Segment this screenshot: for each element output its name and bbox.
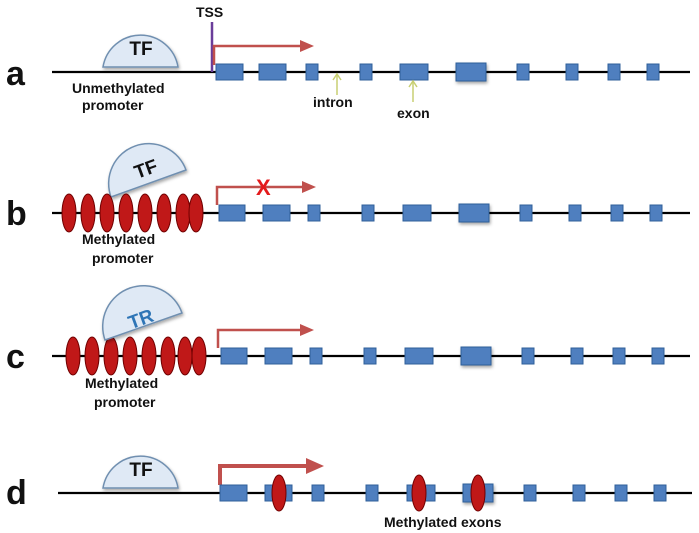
exon (402, 204, 432, 222)
exon-pointer (408, 79, 418, 102)
methyl-group (65, 336, 81, 376)
methylated-promoter (61, 193, 204, 233)
methyl-group (191, 336, 207, 376)
methyl-group (61, 193, 77, 233)
intron-label: intron (313, 94, 353, 110)
methyl-group (411, 474, 427, 512)
transcription-factor: TF (102, 455, 179, 489)
methyl-group (118, 193, 134, 233)
transcription-arrow (212, 40, 314, 65)
exon (460, 346, 492, 366)
exon-label: exon (397, 105, 430, 121)
exon (359, 63, 373, 81)
methyl-group (175, 193, 191, 233)
methyl-group (188, 193, 204, 233)
exon (610, 204, 624, 222)
exon (365, 484, 379, 502)
promoter-label-line1: Methylated (85, 375, 158, 391)
exon (220, 347, 248, 365)
promoter-label-line1: Methylated (82, 231, 155, 247)
exon (646, 63, 660, 81)
methyl-group (84, 336, 100, 376)
exon (258, 63, 287, 81)
exon (572, 484, 586, 502)
promoter-label-line2: promoter (92, 250, 154, 266)
methyl-group (156, 193, 172, 233)
methylated-exons (271, 474, 486, 512)
transcription-arrow (218, 458, 324, 485)
exon (565, 63, 579, 81)
exon (218, 204, 246, 222)
exon (651, 347, 665, 365)
tf-shape (107, 142, 187, 198)
methyl-group (271, 474, 287, 512)
exon (519, 204, 533, 222)
exon-track (220, 346, 665, 366)
intron-pointer (332, 72, 342, 95)
transcriptional-repressor: TR (101, 284, 183, 341)
exon-track (215, 62, 660, 82)
exon (455, 62, 487, 82)
row-letter-d: d (6, 474, 27, 512)
methyl-group (141, 336, 157, 376)
exon (363, 347, 377, 365)
methyl-group (177, 336, 193, 376)
row-letter-b: b (6, 195, 27, 233)
exon (361, 204, 375, 222)
exon (311, 484, 325, 502)
tf-label: TF (129, 460, 152, 481)
promoter-label-line1: Unmethylated (72, 80, 165, 96)
exon (264, 347, 293, 365)
blocked-mark: X (256, 175, 271, 200)
exon (262, 204, 291, 222)
transcription-factor: TF (102, 34, 179, 68)
methyl-group (470, 474, 486, 512)
methylated-exons-label: Methylated exons (384, 514, 502, 530)
transcription-factor: TF (107, 142, 187, 198)
exon (523, 484, 537, 502)
methyl-group (99, 193, 115, 233)
row-c: c TR (6, 284, 690, 410)
exon (215, 63, 244, 81)
tss-label: TSS (196, 4, 223, 20)
exon-track (218, 203, 663, 223)
exon (399, 63, 429, 81)
exon (607, 63, 621, 81)
methylated-promoter (65, 336, 207, 376)
methyl-group (137, 193, 153, 233)
transcription-arrow (215, 181, 316, 205)
promoter-label-line2: promoter (94, 394, 156, 410)
methyl-group (160, 336, 176, 376)
exon (568, 204, 582, 222)
tf-shape (102, 455, 179, 489)
exon (612, 347, 626, 365)
tf-label: TF (129, 39, 152, 60)
row-b: b TF X (6, 142, 690, 266)
exon (649, 204, 663, 222)
row-letter-a: a (6, 55, 26, 93)
methyl-group (122, 336, 138, 376)
methyl-group (103, 336, 119, 376)
exon (521, 347, 535, 365)
promoter-label-line2: promoter (82, 97, 144, 113)
transcription-arrow (216, 324, 314, 348)
exon (404, 347, 434, 365)
exon (219, 484, 248, 502)
exon (307, 204, 321, 222)
exon (614, 484, 628, 502)
exon (516, 63, 530, 81)
exon (305, 63, 319, 81)
row-letter-c: c (6, 338, 25, 376)
row-a: a TF TSS (6, 4, 690, 121)
methyl-group (80, 193, 96, 233)
exon (653, 484, 667, 502)
tr-shape (101, 284, 183, 341)
exon (309, 347, 323, 365)
tf-shape (102, 34, 179, 68)
exon (570, 347, 584, 365)
row-d: d TF (6, 455, 692, 530)
exon (458, 203, 490, 223)
